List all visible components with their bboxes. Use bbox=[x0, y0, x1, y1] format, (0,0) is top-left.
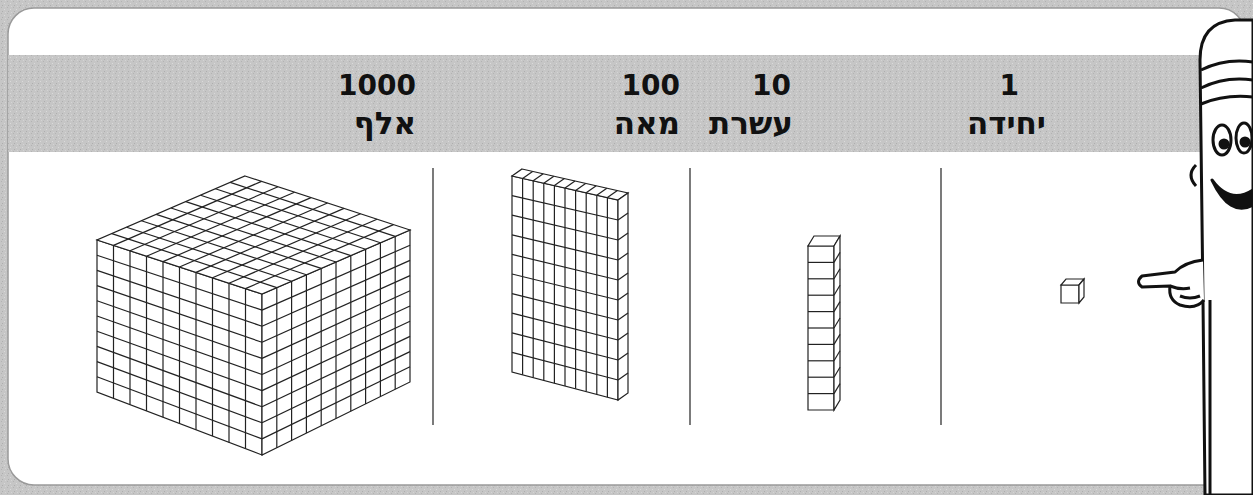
grid-line bbox=[808, 295, 834, 296]
rod-face bbox=[808, 246, 834, 410]
cube-face bbox=[97, 176, 410, 294]
grid-line bbox=[512, 352, 618, 380]
flat-face bbox=[512, 176, 618, 400]
grid-line bbox=[834, 269, 840, 279]
grid-line bbox=[97, 362, 262, 423]
grid-line bbox=[808, 311, 834, 312]
place-value-number: 100 bbox=[622, 72, 680, 100]
place-value-number: 1 bbox=[1000, 72, 1019, 100]
grid-line bbox=[808, 377, 834, 378]
grid-line bbox=[808, 393, 834, 394]
flat-edge bbox=[618, 193, 628, 400]
grid-line bbox=[834, 285, 840, 295]
grid-line bbox=[262, 276, 410, 343]
grid-line bbox=[618, 213, 628, 220]
grid-line bbox=[523, 171, 533, 178]
grid-line bbox=[141, 221, 306, 275]
grid-line bbox=[230, 182, 395, 236]
grid-line bbox=[262, 367, 410, 439]
grid-line bbox=[127, 227, 292, 281]
grid-line bbox=[618, 333, 628, 340]
grid-line bbox=[586, 186, 596, 193]
grid-line bbox=[512, 274, 618, 300]
place-value-number: 10 bbox=[752, 72, 791, 100]
grid-line bbox=[512, 235, 618, 260]
grid-line bbox=[156, 214, 321, 268]
grid-line bbox=[565, 181, 575, 188]
grid-line bbox=[834, 384, 840, 394]
flat-edge bbox=[512, 169, 628, 200]
grid-line bbox=[262, 336, 410, 406]
grid-line bbox=[97, 316, 262, 375]
grid-line bbox=[186, 202, 351, 256]
grid-line bbox=[97, 346, 262, 406]
place-value-number: 1000 bbox=[338, 72, 416, 100]
grid-line bbox=[834, 318, 840, 328]
base-ten-blocks bbox=[97, 169, 1084, 455]
grid-line bbox=[618, 353, 628, 360]
panel bbox=[8, 8, 1245, 485]
grid-line bbox=[618, 273, 628, 280]
grid-line bbox=[97, 377, 262, 439]
grid-line bbox=[618, 293, 628, 300]
grid-line bbox=[171, 208, 336, 262]
grid-line bbox=[112, 234, 277, 288]
grid-line bbox=[201, 195, 366, 249]
unit-face bbox=[1079, 279, 1084, 303]
grid-line bbox=[618, 233, 628, 240]
grid-line bbox=[544, 176, 554, 183]
grid-line bbox=[262, 291, 410, 359]
grid-line bbox=[834, 334, 840, 344]
grid-line bbox=[834, 367, 840, 377]
grid-line bbox=[618, 253, 628, 260]
grid-line bbox=[554, 179, 564, 186]
header-band bbox=[8, 55, 1245, 152]
grid-line bbox=[808, 360, 834, 361]
grid-line bbox=[97, 301, 262, 359]
grid-line bbox=[512, 313, 618, 340]
place-value-name: יחידה bbox=[967, 108, 1046, 139]
place-value-name: עשרת bbox=[709, 108, 793, 139]
grid-line bbox=[215, 189, 380, 243]
grid-line bbox=[262, 321, 410, 390]
grid-line bbox=[262, 352, 410, 423]
grid-line bbox=[834, 302, 840, 312]
grid-line bbox=[618, 313, 628, 320]
grid-line bbox=[808, 327, 834, 328]
place-value-name: אלף bbox=[354, 108, 416, 139]
rod-face bbox=[834, 236, 840, 410]
unit-face bbox=[1061, 285, 1079, 303]
grid-line bbox=[808, 262, 834, 263]
grid-line bbox=[512, 333, 618, 360]
grid-line bbox=[97, 286, 262, 343]
grid-line bbox=[512, 215, 618, 240]
grid-line bbox=[262, 306, 410, 375]
grid-line bbox=[808, 344, 834, 345]
place-value-name: מאה bbox=[614, 108, 680, 139]
grid-line bbox=[512, 196, 618, 220]
grid-line bbox=[618, 373, 628, 380]
grid-line bbox=[834, 252, 840, 262]
grid-line bbox=[576, 183, 586, 190]
grid-line bbox=[607, 191, 617, 198]
grid-line bbox=[97, 331, 262, 390]
grid-line bbox=[512, 294, 618, 320]
grid-line bbox=[808, 278, 834, 279]
grid-line bbox=[597, 188, 607, 195]
pencil-character bbox=[1139, 20, 1253, 495]
grid-line bbox=[834, 351, 840, 361]
grid-line bbox=[533, 174, 543, 181]
grid-line bbox=[512, 254, 618, 280]
column-dividers bbox=[433, 168, 941, 425]
